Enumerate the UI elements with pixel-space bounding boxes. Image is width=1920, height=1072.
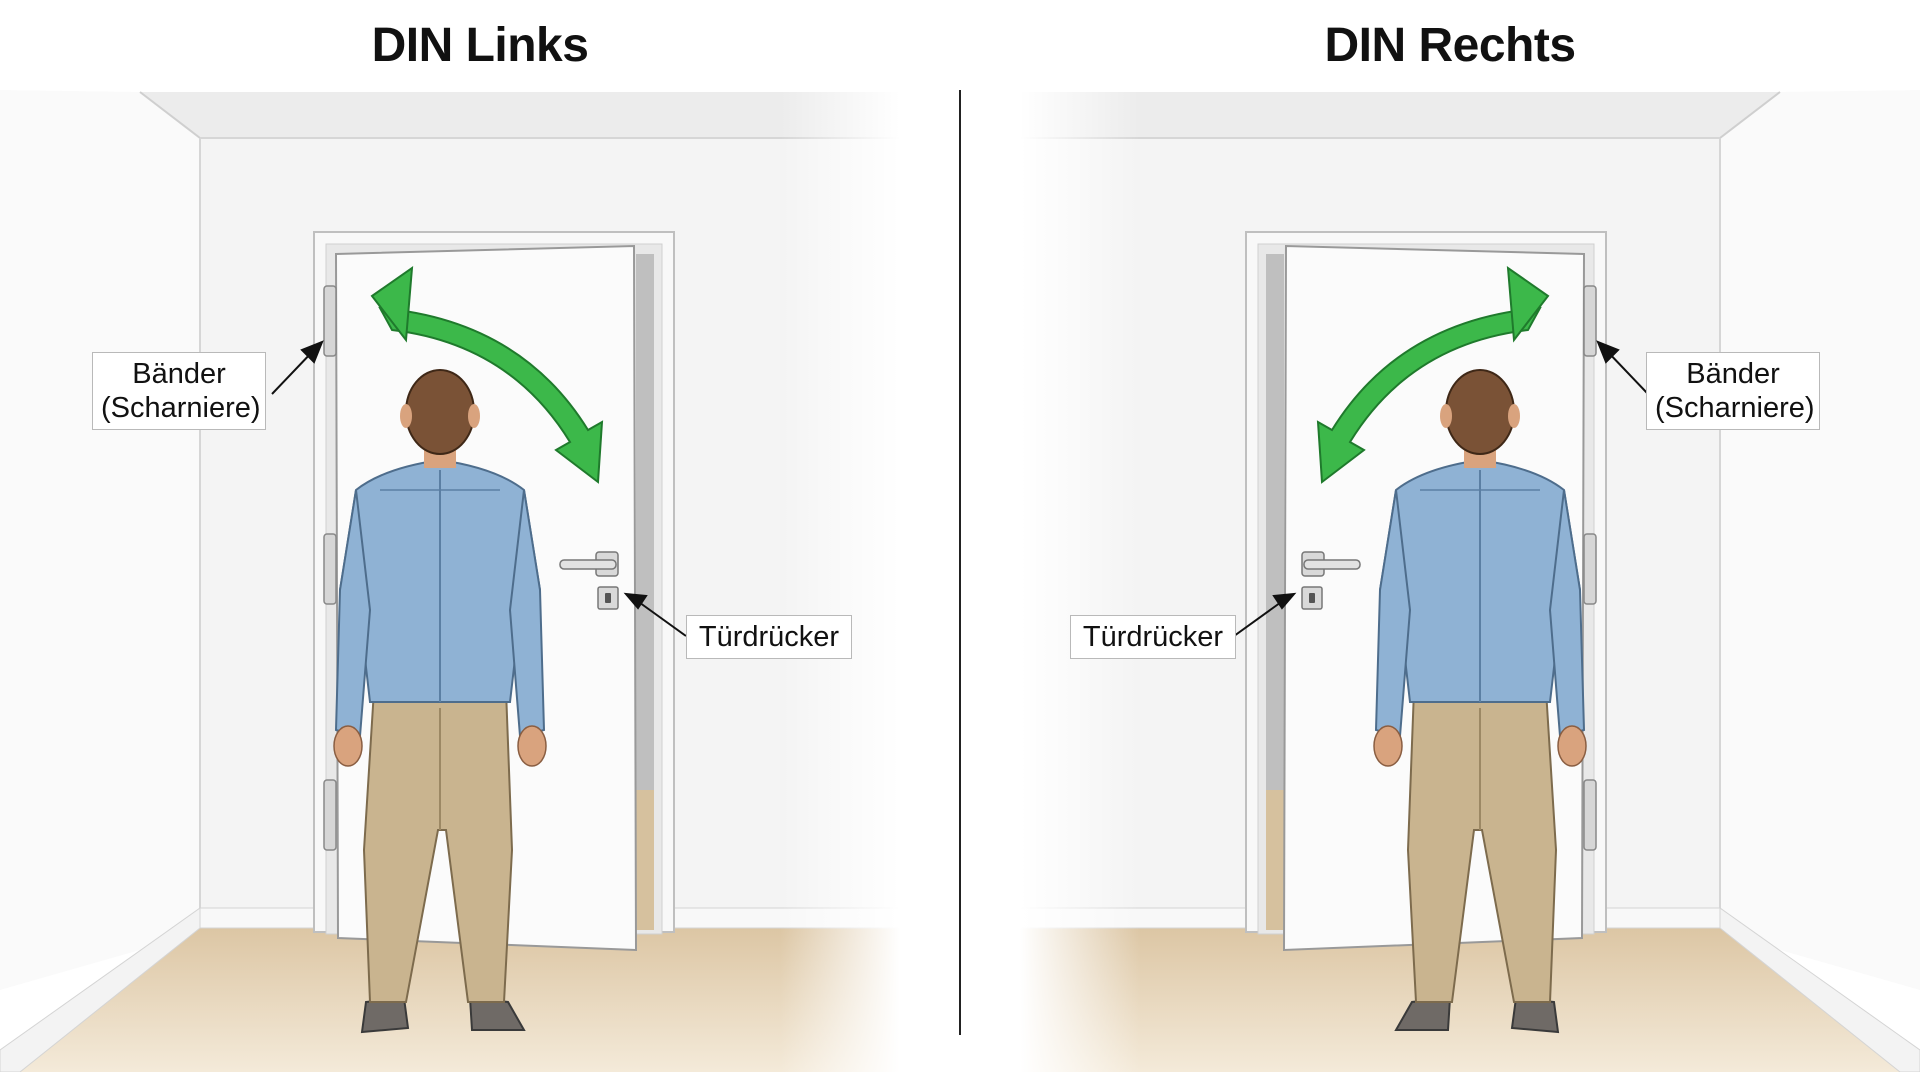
title-din-rechts: DIN Rechts [1324,19,1576,72]
floor [0,928,900,1072]
hinge-callout-left: Bänder (Scharniere) [92,352,266,430]
hinge-pointer-arrow [271,340,324,395]
handle-callout-left: Türdrücker [686,615,852,659]
scene-din-rechts [1020,90,1920,1072]
title-din-links: DIN Links [371,19,589,72]
hinge-label-line1: Bänder [1686,358,1780,390]
person-figure [333,369,547,1034]
door-handle-icon [559,551,619,610]
hinge-label-line2: (Scharniere) [101,392,261,424]
hinge-icon [323,285,337,851]
handle-callout-right: Türdrücker [1070,615,1236,659]
hinge-label-line1: Bänder [132,358,226,390]
swing-arrow-icon [370,265,604,484]
hinge-label-line2: (Scharniere) [1655,392,1815,424]
handle-pointer-arrow [623,592,687,637]
hinge-callout-right: Bänder (Scharniere) [1646,352,1820,430]
scene-din-links [0,90,900,1072]
side-wall [0,90,200,990]
panel-divider [959,90,961,1035]
ceiling [140,92,900,138]
